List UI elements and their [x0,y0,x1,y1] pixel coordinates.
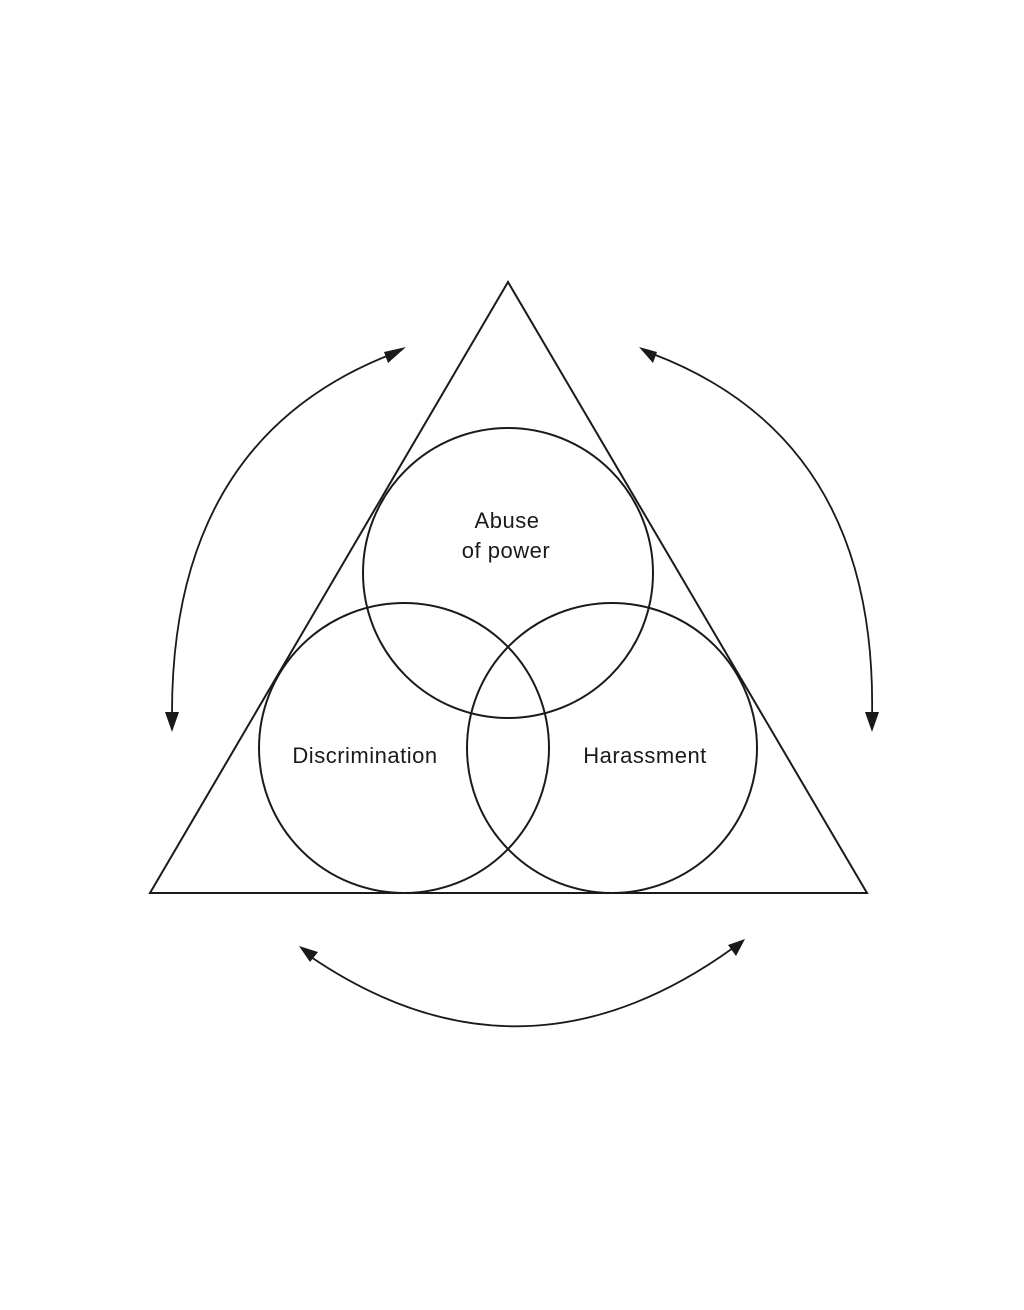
circle-abuse-of-power [362,427,654,719]
label-abuse-line1: Abuse [475,508,540,533]
bottom-arrow-head-right [728,939,745,956]
label-harassment: Harassment [583,743,707,768]
right-arrow-head-top [639,347,657,363]
right-arrow-head-bottom [865,712,879,732]
bottom-arrow-head-left [299,946,318,962]
left-arrow-head-bottom [165,712,179,732]
label-abuse-line2: of power [462,538,550,563]
right-cycle-arrow [639,347,879,732]
circle-harassment [466,602,758,894]
left-arrow-head-top [384,347,406,363]
outer-triangle [148,280,869,894]
left-cycle-arrow [165,347,406,732]
bottom-cycle-arrow [299,939,745,1028]
label-discrimination: Discrimination [292,743,437,768]
circle-discrimination [258,602,550,894]
